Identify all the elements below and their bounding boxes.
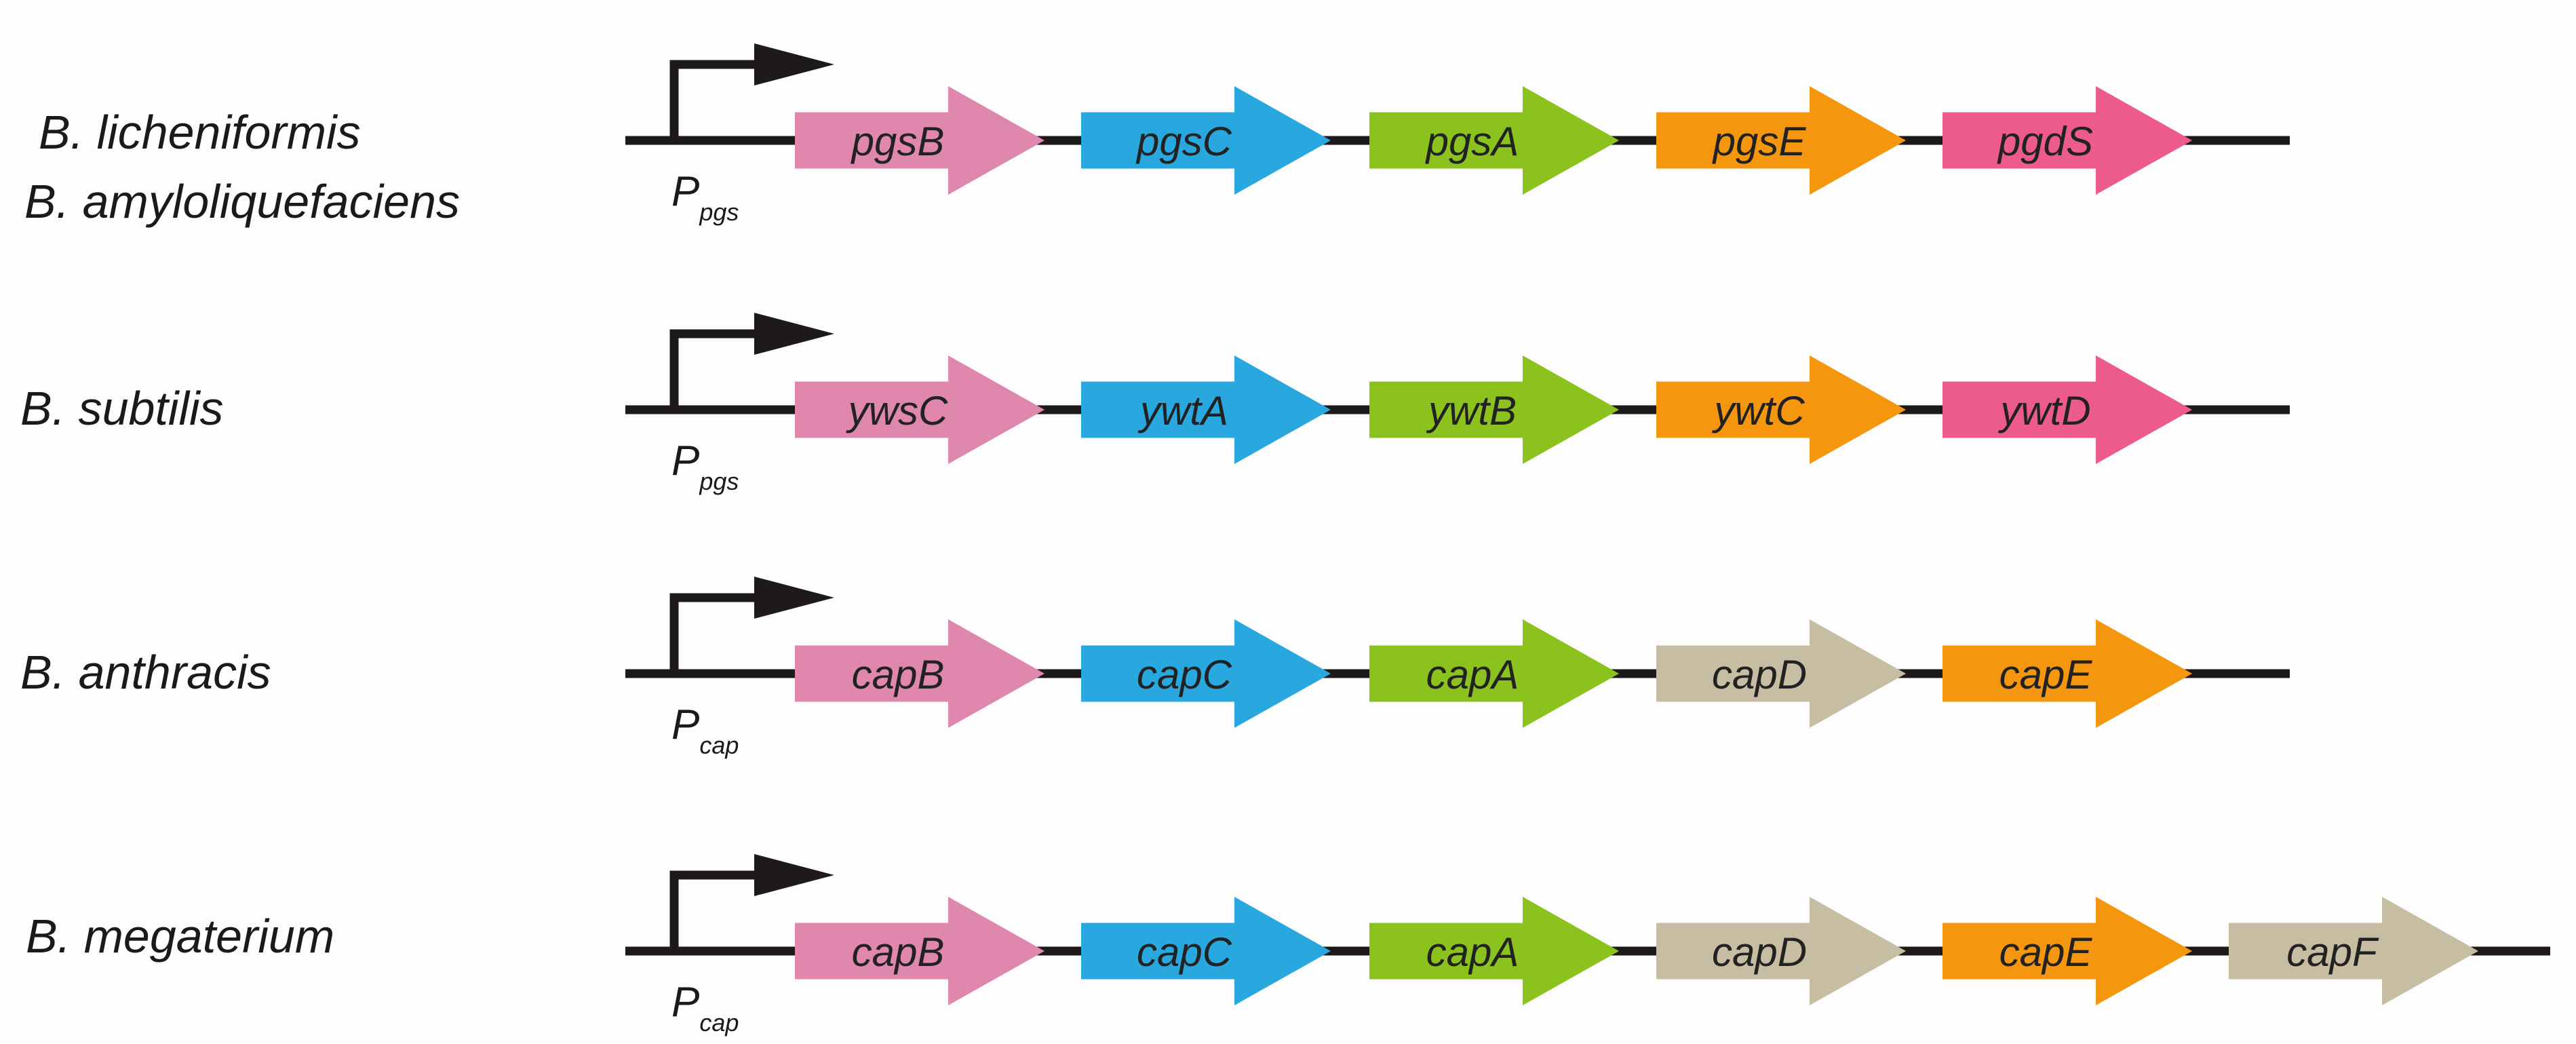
gene-label: capB xyxy=(852,929,945,975)
gene-arrow-cape xyxy=(1943,619,2192,728)
gene-label: capA xyxy=(1426,652,1519,697)
gene-arrow-ywtb xyxy=(1369,355,1619,464)
operon-row: B. licheniformis B. amyloliquefaciens Ppgs… xyxy=(24,43,2290,228)
gene-arrow-ywta xyxy=(1081,355,1331,464)
promoter-arrowhead xyxy=(754,313,834,355)
promoter-arrow xyxy=(669,60,758,143)
gene-label: pgsC xyxy=(1135,119,1232,164)
gene-arrow-capd xyxy=(1656,897,1906,1005)
promoter-label: Ppgs xyxy=(671,168,739,226)
gene-label: capC xyxy=(1137,929,1232,975)
gene-label: capB xyxy=(852,652,945,697)
gene-arrow-pgsc xyxy=(1081,86,1331,195)
gene-label: ywtC xyxy=(1711,388,1805,433)
species-name: B. megaterium xyxy=(26,910,334,963)
gene-arrow-pgds xyxy=(1943,86,2192,195)
gene-arrow-capb xyxy=(795,619,1045,728)
promoter-arrow xyxy=(669,329,758,412)
gene-label: capF xyxy=(2286,929,2379,975)
gene-arrow-capf xyxy=(2229,897,2478,1005)
gene-arrow-capc xyxy=(1081,897,1331,1005)
gene-label: ywtD xyxy=(1997,388,2090,433)
gene-label: capD xyxy=(1712,929,1807,975)
gene-arrow-pgsa xyxy=(1369,86,1619,195)
gene-arrow-capc xyxy=(1081,619,1331,728)
promoter-label: Pcap xyxy=(671,701,739,759)
gene-arrow-ywsc xyxy=(795,355,1045,464)
gene-arrow-capa xyxy=(1369,897,1619,1005)
gene-arrow-ywtd xyxy=(1943,355,2192,464)
species-name: B. amyloliquefaciens xyxy=(24,175,460,228)
gene-label: pgsA xyxy=(1425,119,1519,164)
promoter-arrow xyxy=(669,593,758,676)
gene-label: capA xyxy=(1426,929,1519,975)
gene-arrow-pgsb xyxy=(795,86,1045,195)
gene-label: ywsC xyxy=(846,388,948,433)
promoter-arrowhead xyxy=(754,577,834,619)
gene-arrow-capd xyxy=(1656,619,1906,728)
gene-arrow-capb xyxy=(795,897,1045,1005)
gene-label: capC xyxy=(1137,652,1232,697)
promoter-arrowhead xyxy=(754,43,834,85)
gene-label: capE xyxy=(1999,652,2093,697)
gene-label: ywtB xyxy=(1426,388,1517,433)
species-name: B. subtilis xyxy=(20,382,224,435)
gene-arrow-cape xyxy=(1943,897,2192,1005)
promoter-label: Ppgs xyxy=(671,438,739,495)
promoter-arrow xyxy=(669,870,758,954)
promoter-label: Pcap xyxy=(671,979,739,1037)
gene-label: capD xyxy=(1712,652,1807,697)
gene-arrow-capa xyxy=(1369,619,1619,728)
promoter-arrowhead xyxy=(754,854,834,896)
gene-arrow-pgse xyxy=(1656,86,1906,195)
gene-label: pgsE xyxy=(1712,119,1807,164)
gene-label: pgsB xyxy=(851,119,945,164)
gene-arrow-ywtc xyxy=(1656,355,1906,464)
species-name: B. anthracis xyxy=(20,646,271,699)
gene-label: pgdS xyxy=(1997,119,2093,164)
gene-label: capE xyxy=(1999,929,2093,975)
gene-label: ywtA xyxy=(1137,388,1228,433)
species-name: B. licheniformis xyxy=(39,106,361,159)
